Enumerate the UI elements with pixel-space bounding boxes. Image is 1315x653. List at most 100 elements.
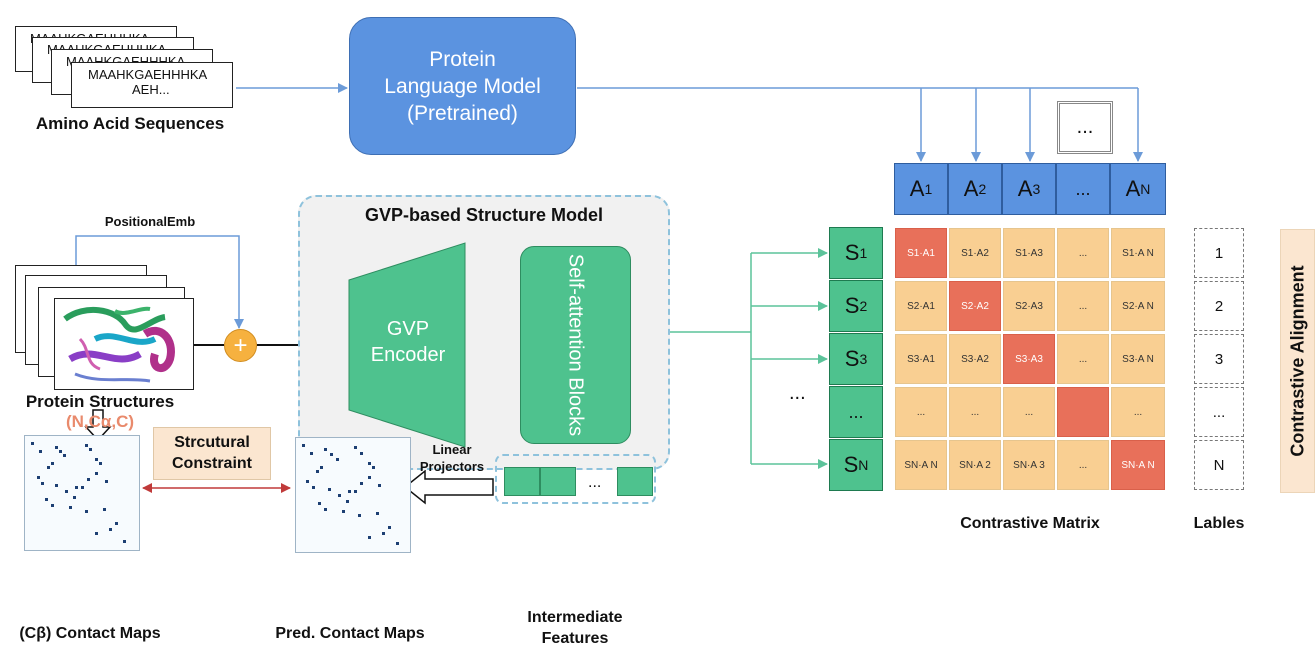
matrix-cell: ... (1057, 281, 1109, 331)
protein-language-model-box: Protein Language Model (Pretrained) (349, 17, 576, 155)
matrix-cell: SN·A N (1111, 440, 1165, 490)
matrix-cell-text: SN·A 2 (959, 459, 991, 471)
gvp-encoder-line: Encoder (370, 344, 446, 366)
linear-projectors-line: Linear (432, 442, 472, 457)
plm-line: Language Model (384, 74, 541, 98)
contrastive-alignment-box (1280, 229, 1315, 493)
matrix-cell: S3·A3 (1003, 334, 1055, 384)
hollow-arrow-down (84, 409, 112, 442)
hollow-arrow-left (403, 469, 494, 505)
intermediate-features-line: Features (541, 630, 609, 647)
linear-projectors-label: Linear Projectors (402, 441, 502, 475)
contrastive-matrix-label: Contrastive Matrix (960, 515, 1100, 532)
feature-block (504, 467, 540, 496)
cb-contact-maps-label: (Cβ) Contact Maps (19, 625, 161, 642)
sequence-text: AEH... (132, 82, 170, 97)
a-label: ... (1075, 178, 1091, 199)
label-cell: N (1194, 440, 1244, 490)
s-label: ... (848, 401, 864, 422)
label-cell: ... (1194, 387, 1244, 437)
s-label: S (843, 452, 859, 477)
ncac-label: (N,Cα,C) (65, 412, 135, 431)
s-sub: N (858, 457, 869, 473)
structure-card-front (54, 298, 194, 390)
a-cell-ellipsis: ... (1056, 163, 1110, 215)
plm-line: (Pretrained) (407, 101, 518, 125)
self-attention-label: Self-attention Blocks (564, 253, 587, 437)
feature-block (540, 467, 576, 496)
self-attention-blocks (520, 246, 631, 444)
intermediate-features-line: Intermediate (527, 609, 623, 626)
matrix-cell-text: ... (1078, 459, 1088, 471)
a-label: A (909, 176, 925, 201)
matrix-cell-text: ... (970, 406, 980, 418)
structural-constraint-line: Strcutural (174, 434, 250, 451)
gvp-encoder-line: GVP (386, 318, 430, 340)
cb-contact-map (24, 435, 140, 551)
label-cell: 2 (1194, 281, 1244, 331)
a-sub: 3 (1032, 181, 1041, 197)
amino-acid-sequences-label: Amino Acid Sequences (35, 114, 225, 133)
contact-map-plot (31, 442, 126, 543)
a-sub: N (1140, 181, 1151, 197)
a-label: A (1017, 176, 1033, 201)
label-text: ... (1212, 403, 1226, 421)
positional-emb-label: PositionalEmb (104, 214, 196, 229)
matrix-cell-text: S1·A1 (907, 247, 935, 259)
matrix-cell-text: SN·A N (1121, 459, 1155, 471)
matrix-cell: ... (1057, 334, 1109, 384)
matrix-cell: ... (1057, 440, 1109, 490)
matrix-cell-text: S3·A2 (961, 353, 989, 365)
label-text: 3 (1214, 350, 1224, 368)
structural-constraint-box: Strcutural Constraint (153, 427, 271, 480)
matrix-cell (1057, 387, 1109, 437)
labels-title: Lables (1193, 515, 1245, 532)
a-label: A (963, 176, 979, 201)
matrix-cell: SN·A 2 (949, 440, 1001, 490)
matrix-cell-text: S3·A1 (907, 353, 935, 365)
matrix-cell: ... (949, 387, 1001, 437)
protein-structures-label: Protein Structures (25, 392, 175, 411)
structural-constraint-line: Constraint (172, 455, 252, 472)
matrix-cell: S1·A N (1111, 228, 1165, 278)
matrix-cell-text: ... (916, 406, 926, 418)
s-label: S (844, 293, 860, 318)
gvp-encoder-label: GVP Encoder (358, 316, 458, 368)
matrix-cell-text: S1·A2 (961, 247, 989, 259)
s-sub: 3 (859, 351, 868, 367)
intermediate-features-label: Intermediate Features (480, 607, 670, 649)
matrix-cell-text: SN·A N (904, 459, 938, 471)
s-label: S (844, 240, 860, 265)
matrix-cell: ... (1057, 228, 1109, 278)
plm-line: Protein (429, 47, 496, 71)
matrix-cell-text: S1·A3 (1015, 247, 1043, 259)
label-cell: 1 (1194, 228, 1244, 278)
matrix-cell-text: S2·A1 (907, 300, 935, 312)
matrix-cell: S1·A2 (949, 228, 1001, 278)
matrix-cell-text: S2·A3 (1015, 300, 1043, 312)
matrix-cell: ... (1003, 387, 1055, 437)
matrix-cell: S1·A3 (1003, 228, 1055, 278)
label-text: 2 (1214, 297, 1224, 315)
sequence-text: MAAHKGAEHHHKA (88, 67, 208, 82)
s-ellipsis: ... (789, 382, 806, 404)
pred-contact-map (295, 437, 411, 553)
matrix-cell-text: SN·A 3 (1013, 459, 1045, 471)
label-cell: 3 (1194, 334, 1244, 384)
positional-emb-line (75, 235, 244, 329)
a-label: A (1125, 176, 1141, 201)
matrix-cell: SN·A N (895, 440, 947, 490)
sequence-card-front: MAAHKGAEHHHKA AEH... (71, 62, 233, 108)
gvp-title: GVP-based Structure Model (364, 205, 604, 225)
matrix-cell-text: S3·A N (1122, 353, 1154, 365)
matrix-cell: S2·A3 (1003, 281, 1055, 331)
matrix-cell-text: S2·A2 (961, 300, 989, 312)
matrix-cell-text: ... (1024, 406, 1034, 418)
plus-icon: + (233, 331, 248, 359)
